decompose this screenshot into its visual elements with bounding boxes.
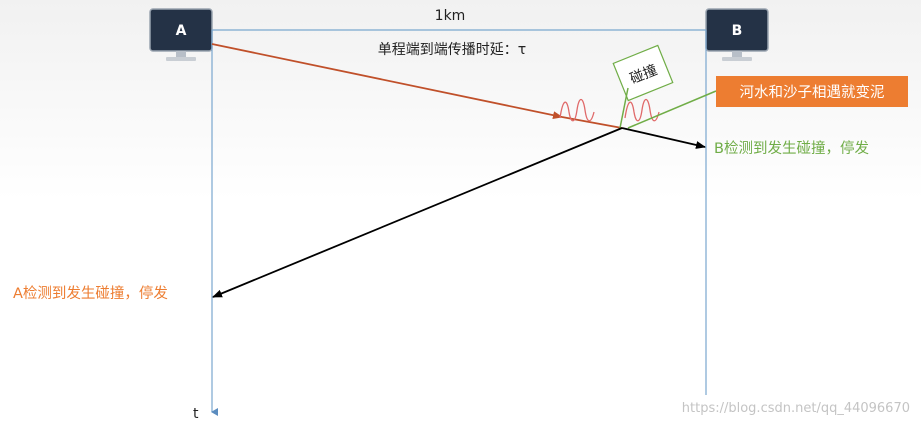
node-a-label: A [176, 23, 187, 39]
callout-connector [627, 90, 717, 129]
watermark-text: https://blog.csdn.net/qq_44096670 [682, 401, 910, 416]
callout-box [716, 76, 908, 107]
wave-a-icon [559, 98, 595, 122]
collision-box: 碰撞 [612, 44, 674, 102]
computer-a-icon: A [149, 8, 213, 61]
node-b-label: B [732, 23, 743, 39]
delay-label: 单程端到端传播时延：τ [378, 42, 526, 58]
a-detect-label: A检测到发生碰撞，停发 [13, 284, 168, 302]
signal-a-arrow [211, 43, 563, 120]
collision-to-a-arrow [212, 127, 623, 298]
collision-to-b-arrow [621, 127, 706, 149]
time-axis-label: t [193, 406, 199, 422]
signal-a-continuation [561, 116, 623, 129]
callout-text: 河水和沙子相遇就变泥 [740, 84, 885, 101]
collision-pointer [619, 87, 629, 129]
distance-label: 1km [435, 8, 466, 24]
computer-b-icon: B [705, 8, 769, 61]
b-detect-label: B检测到发生碰撞，停发 [714, 139, 869, 157]
